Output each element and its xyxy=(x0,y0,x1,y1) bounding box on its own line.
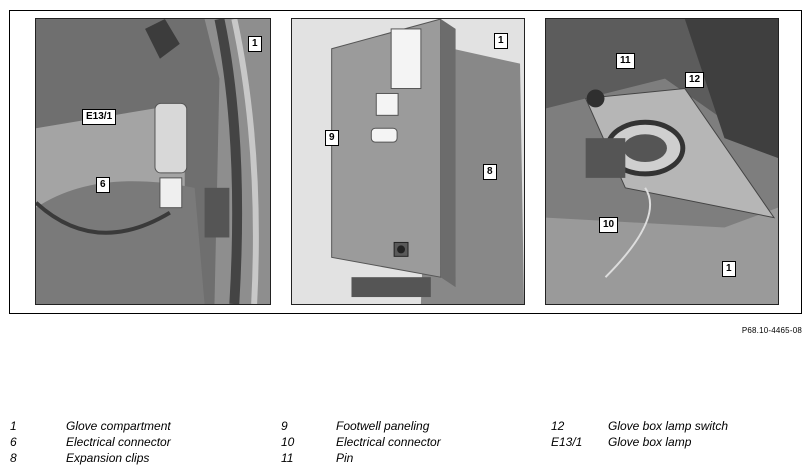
legend-number: 8 xyxy=(10,451,17,465)
figure-reference-number: P68.10-4465-08 xyxy=(741,326,802,335)
legend-text: Glove box lamp switch xyxy=(608,419,729,433)
photo-glove-lamp-illustration xyxy=(36,19,270,304)
photo-lamp-switch-illustration xyxy=(546,19,778,304)
callout-panel1-6: 6 xyxy=(96,177,110,193)
legend-text: Expansion clips xyxy=(66,451,150,465)
photo-panel-footwell-paneling xyxy=(291,18,525,305)
callout-panel2-9: 9 xyxy=(325,130,339,146)
callout-panel2-8: 8 xyxy=(483,164,497,180)
legend-text: Electrical connector xyxy=(66,435,171,449)
callout-panel2-1: 1 xyxy=(494,33,508,49)
callout-panel3-11: 11 xyxy=(616,53,635,69)
legend: 1 Glove compartment 6 Electrical connector… xyxy=(0,418,812,474)
legend-number: 10 xyxy=(281,435,295,449)
legend-number: 6 xyxy=(10,435,17,449)
legend-number: 9 xyxy=(281,419,288,433)
legend-number: 12 xyxy=(551,419,565,433)
legend-number: E13/1 xyxy=(551,435,583,449)
callout-panel1-e13-1: E13/1 xyxy=(82,109,117,125)
callout-panel3-10: 10 xyxy=(599,217,619,233)
legend-text: Footwell paneling xyxy=(336,419,430,433)
photo-footwell-paneling-illustration xyxy=(292,19,524,304)
photo-panel-lamp-switch xyxy=(545,18,779,305)
legend-number: 11 xyxy=(281,451,294,465)
photo-panel-glove-lamp xyxy=(35,18,271,305)
legend-text: Glove compartment xyxy=(66,419,171,433)
callout-panel1-1: 1 xyxy=(248,36,262,52)
callout-panel3-1: 1 xyxy=(722,261,736,277)
legend-text: Electrical connector xyxy=(336,435,441,449)
legend-number: 1 xyxy=(10,419,17,433)
legend-text: Glove box lamp xyxy=(608,435,692,449)
legend-text: Pin xyxy=(336,451,354,465)
callout-panel3-12: 12 xyxy=(685,72,705,88)
figure-frame: 1 E13/1 6 1 9 8 xyxy=(9,10,802,314)
